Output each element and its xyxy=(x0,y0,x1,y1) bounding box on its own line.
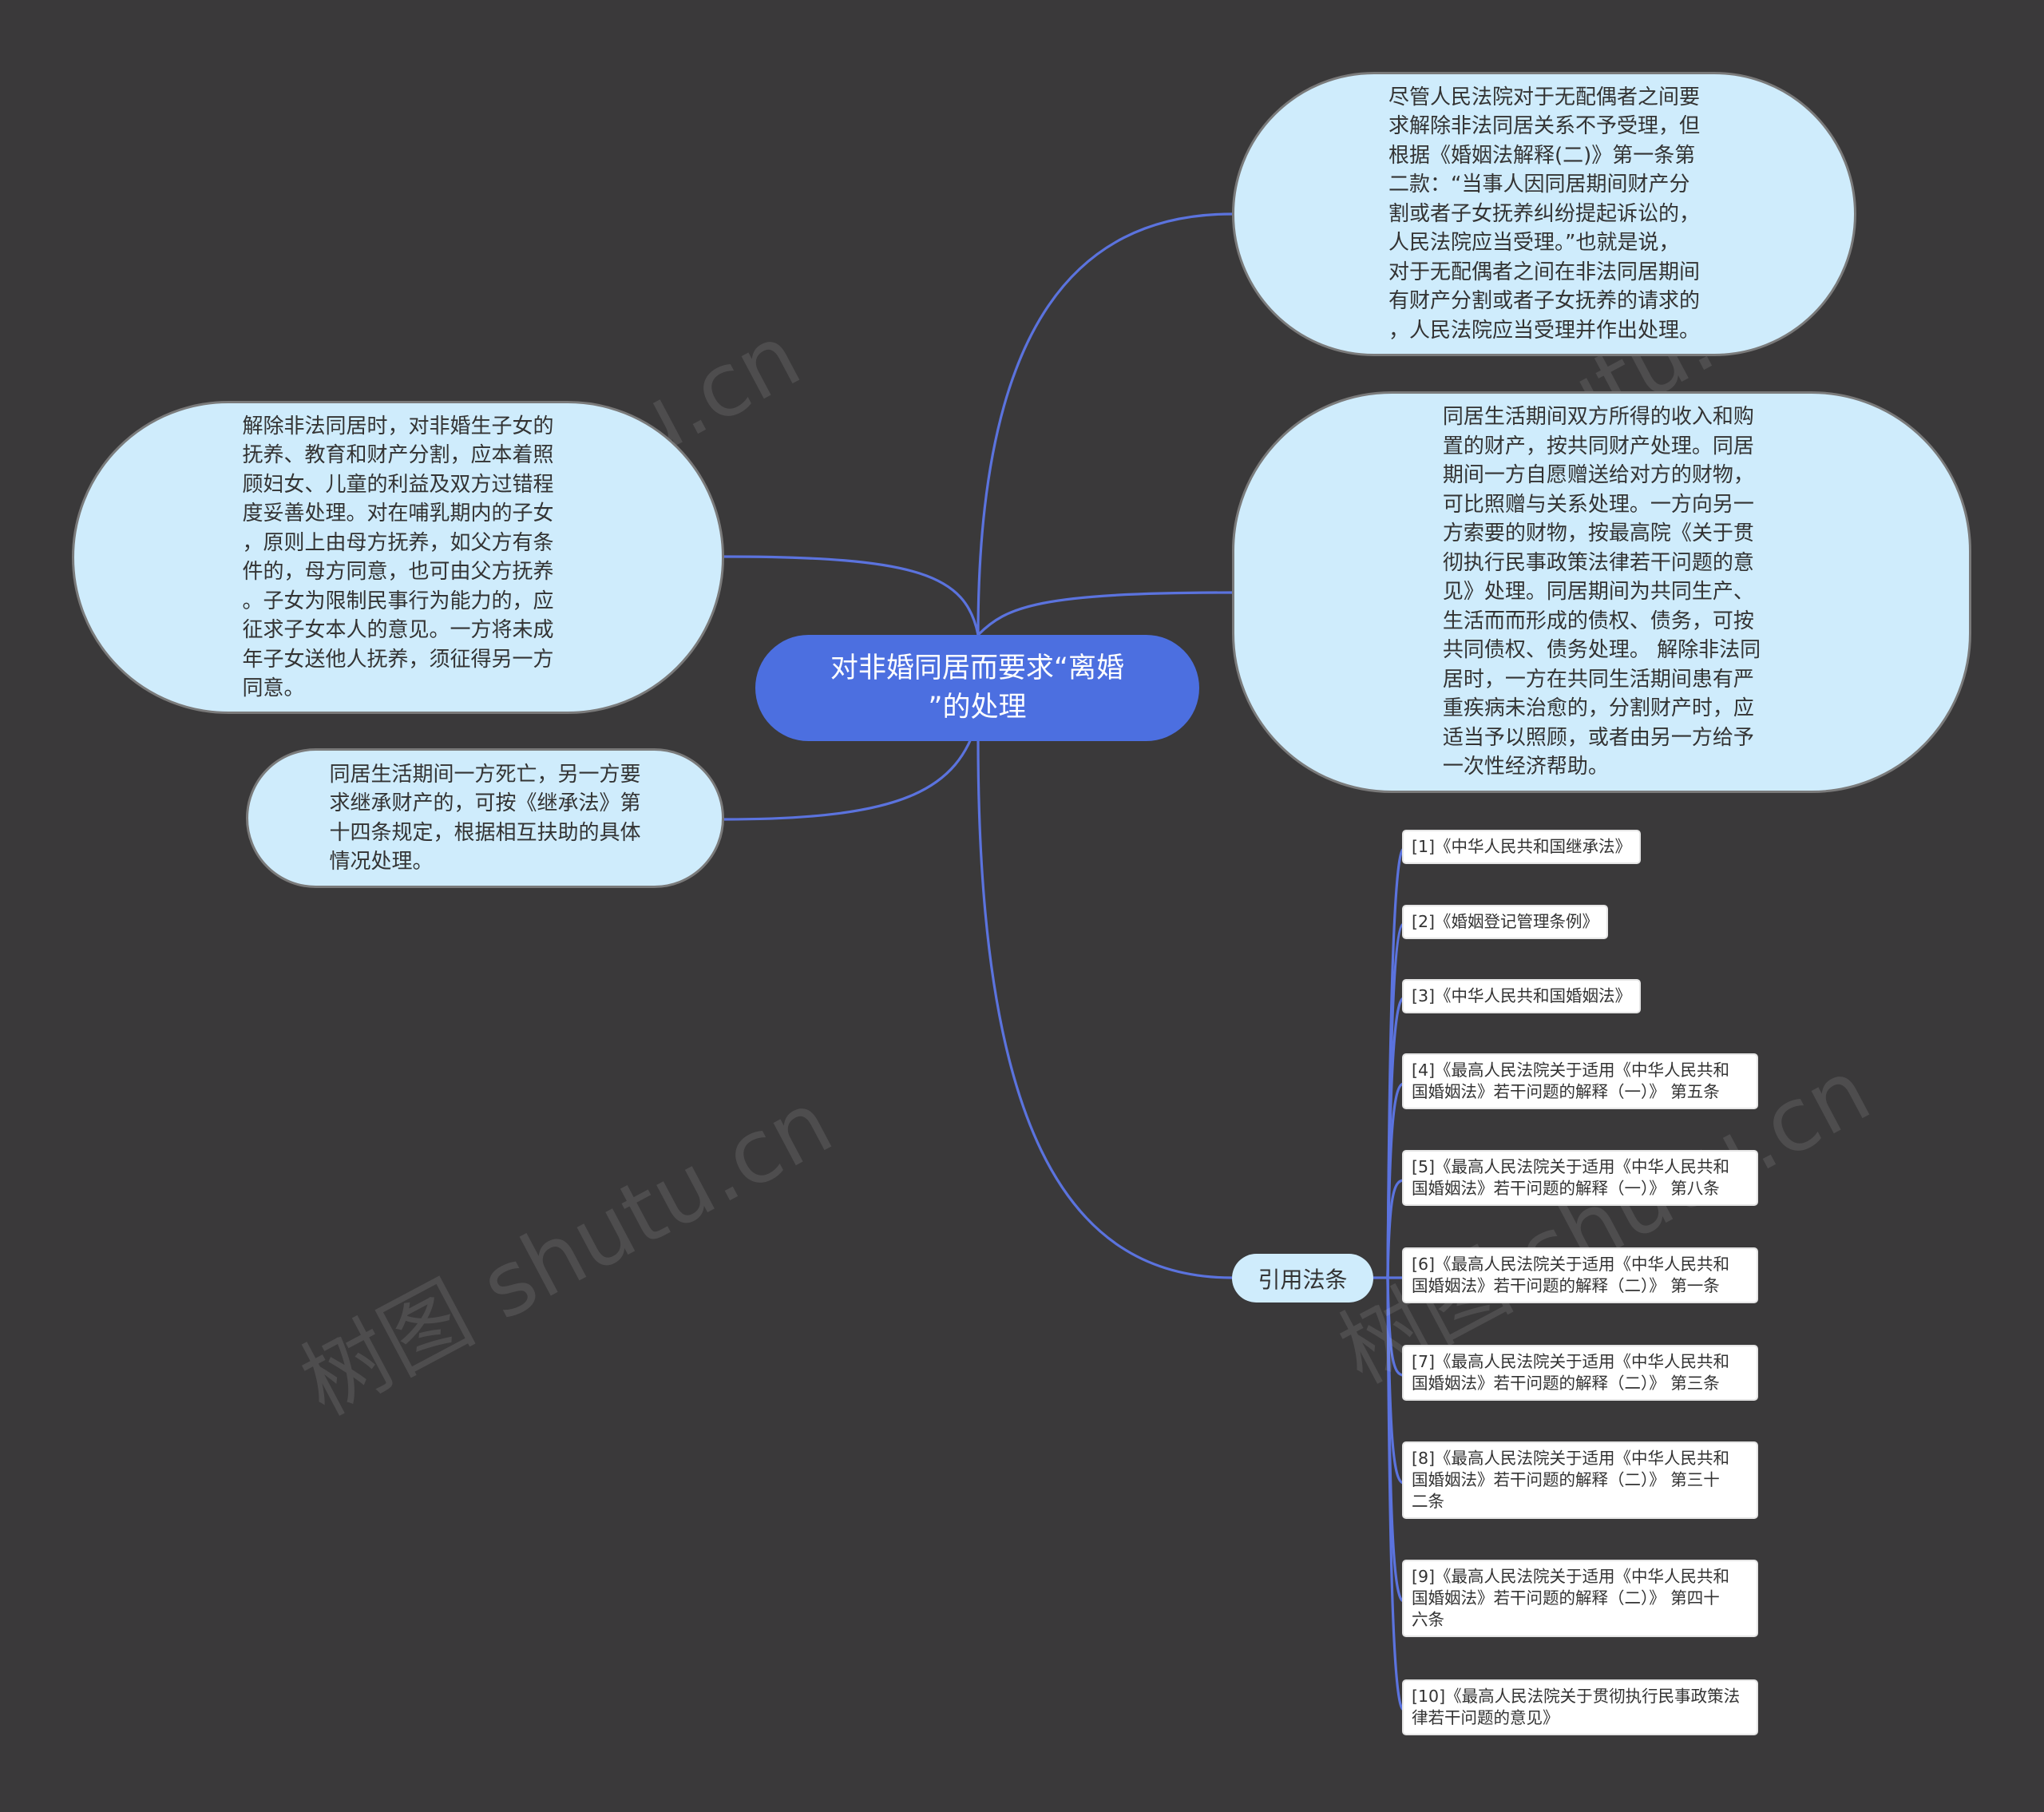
edge-cit-5 xyxy=(1386,1179,1404,1279)
citations-node[interactable]: 引用法条 xyxy=(1232,1254,1373,1302)
citation-item[interactable]: [1]《中华人民共和国继承法》 xyxy=(1402,830,1642,864)
edge-root-citations xyxy=(976,738,1233,1279)
branch-mid-right[interactable]: 同居生活期间双方所得的收入和购 置的财产，按共同财产处理。同居 期间一方自愿赠送… xyxy=(1232,391,1971,793)
root-label: 对非婚同居而要求“离婚 ”的处理 xyxy=(830,652,1125,724)
edge-root-left-top xyxy=(723,555,980,636)
citation-item[interactable]: [8]《最高人民法院关于适用《中华人民共和 国婚姻法》若干问题的解释（二）》 第… xyxy=(1402,1441,1758,1519)
citation-item[interactable]: [10]《最高人民法院关于贯彻执行民事政策法 律若干问题的意见》 xyxy=(1402,1679,1758,1735)
edge-root-left-bottom xyxy=(723,718,980,821)
branch-left-top-text: 解除非法同居时，对非婚生子女的 抚养、教育和财产分割，应本着照 顾妇女、儿童的利… xyxy=(242,414,554,701)
root-node[interactable]: 对非婚同居而要求“离婚 ”的处理 xyxy=(755,635,1199,741)
branch-left-bottom[interactable]: 同居生活期间一方死亡，另一方要 求继承财产的，可按《继承法》第 十四条规定，根据… xyxy=(246,748,724,888)
edge-cit-10 xyxy=(1386,1277,1404,1711)
citation-item[interactable]: [3]《中华人民共和国婚姻法》 xyxy=(1402,979,1642,1013)
branch-top-right[interactable]: 尽管人民法院对于无配偶者之间要 求解除非法同居关系不予受理，但 根据《婚姻法解释… xyxy=(1232,72,1856,356)
branch-mid-right-text: 同居生活期间双方所得的收入和购 置的财产，按共同财产处理。同居 期间一方自愿赠送… xyxy=(1442,405,1761,779)
citation-item[interactable]: [6]《最高人民法院关于适用《中华人民共和 国婚姻法》若干问题的解释（二）》 第… xyxy=(1402,1247,1758,1303)
citation-item[interactable]: [5]《最高人民法院关于适用《中华人民共和 国婚姻法》若干问题的解释（一）》 第… xyxy=(1402,1150,1758,1206)
citation-item[interactable]: [9]《最高人民法院关于适用《中华人民共和 国婚姻法》若干问题的解释（二）》 第… xyxy=(1402,1560,1758,1637)
citation-item[interactable]: [2]《婚姻登记管理条例》 xyxy=(1402,905,1609,939)
branch-left-bottom-text: 同居生活期间一方死亡，另一方要 求继承财产的，可按《继承法》第 十四条规定，根据… xyxy=(329,762,641,874)
branch-left-top[interactable]: 解除非法同居时，对非婚生子女的 抚养、教育和财产分割，应本着照 顾妇女、儿童的利… xyxy=(72,401,724,714)
citation-item[interactable]: [4]《最高人民法院关于适用《中华人民共和 国婚姻法》若干问题的解释（一）》 第… xyxy=(1402,1053,1758,1109)
citations-label: 引用法条 xyxy=(1258,1266,1348,1293)
citation-item[interactable]: [7]《最高人民法院关于适用《中华人民共和 国婚姻法》若干问题的解释（二）》 第… xyxy=(1402,1345,1758,1401)
branch-top-right-text: 尽管人民法院对于无配偶者之间要 求解除非法同居关系不予受理，但 根据《婚姻法解释… xyxy=(1388,85,1700,343)
edge-root-mid-right xyxy=(976,591,1233,636)
edge-root-top-right xyxy=(976,212,1233,636)
